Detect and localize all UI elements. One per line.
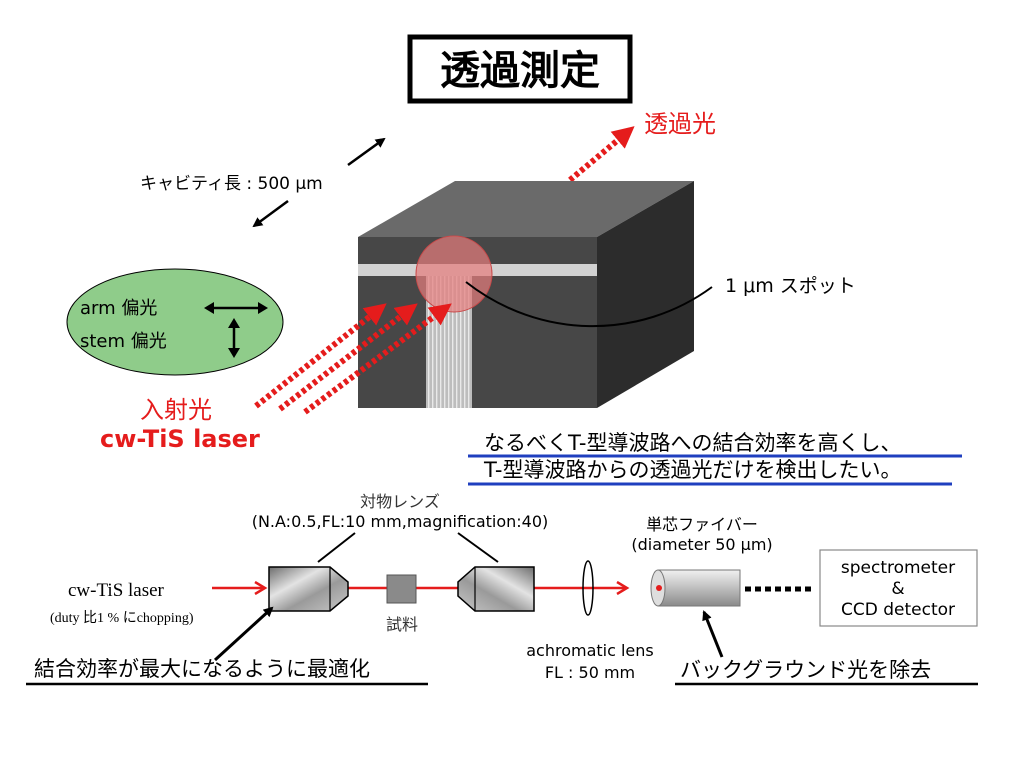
title-box: 透過測定 — [407, 34, 633, 104]
cavity-arrow-up — [347, 137, 386, 167]
objective-pointer-left — [317, 532, 356, 563]
spot-callout-line — [465, 281, 713, 328]
spectrometer-label-line3: CCD detector — [841, 600, 955, 620]
sample-block — [386, 574, 417, 604]
cavity-arrow-down — [252, 199, 289, 228]
double-arrow-vertical-icon — [228, 318, 240, 358]
fiber-spec: (diameter 50 μm) — [631, 535, 772, 554]
chopping-label: (duty 比1 % にchopping) — [50, 610, 194, 626]
background-pointer-arrow — [702, 610, 724, 658]
laser-spot — [415, 235, 493, 313]
arm-polarization-label: arm 偏光 — [80, 298, 157, 319]
laser-label-bottom: cw-TiS laser — [68, 580, 165, 601]
optimize-text: 結合効率が最大になるように最適化 — [34, 657, 370, 681]
sample-label: 試料 — [386, 615, 418, 634]
transmitted-beam — [568, 126, 635, 183]
double-arrow-horizontal-icon — [204, 302, 268, 314]
objective-lens-2 — [457, 566, 535, 612]
incident-beam-1 — [254, 303, 387, 409]
background-text: バックグラウンド光を除去 — [680, 658, 931, 682]
optimize-pointer-arrow — [213, 606, 274, 662]
incident-label: 入射光 — [140, 396, 212, 424]
objective-spec: (N.A:0.5,FL:10 mm,magnification:40) — [252, 512, 549, 531]
objective-label: 対物レンズ — [360, 492, 440, 511]
optical-fiber — [650, 569, 741, 607]
achromatic-label-line1: achromatic lens — [526, 641, 654, 660]
objective-pointer-right — [457, 532, 499, 563]
transmitted-label: 透過光 — [644, 110, 716, 138]
goal-text-line2: T-型導波路からの透過光だけを検出したい。 — [483, 458, 901, 482]
polarization-oval: arm 偏光 stem 偏光 — [66, 268, 284, 376]
waveguide-cube — [358, 181, 694, 408]
achromatic-lens — [582, 560, 594, 616]
fiber-label: 単芯ファイバー — [646, 515, 758, 534]
cavity-length-label: キャビティ長 : 500 μm — [140, 174, 323, 194]
cube-top-face — [358, 181, 694, 237]
page-title: 透過測定 — [440, 48, 600, 94]
goal-text-line1: なるべくT-型導波路への結合効率を高くし、 — [484, 431, 901, 455]
spectrometer-label-line2: & — [891, 579, 904, 599]
achromatic-label-line2: FL : 50 mm — [545, 663, 635, 682]
spectrometer-box: spectrometer & CCD detector — [819, 549, 978, 627]
cube-side-face — [597, 181, 694, 408]
spectrometer-label-line1: spectrometer — [841, 558, 955, 578]
incident-beam-3 — [303, 303, 452, 415]
stem-polarization-label: stem 偏光 — [80, 331, 167, 352]
spot-label: 1 μm スポット — [725, 275, 856, 297]
laser-label-top: cw-TiS laser — [100, 425, 260, 453]
objective-lens-1 — [268, 566, 349, 612]
